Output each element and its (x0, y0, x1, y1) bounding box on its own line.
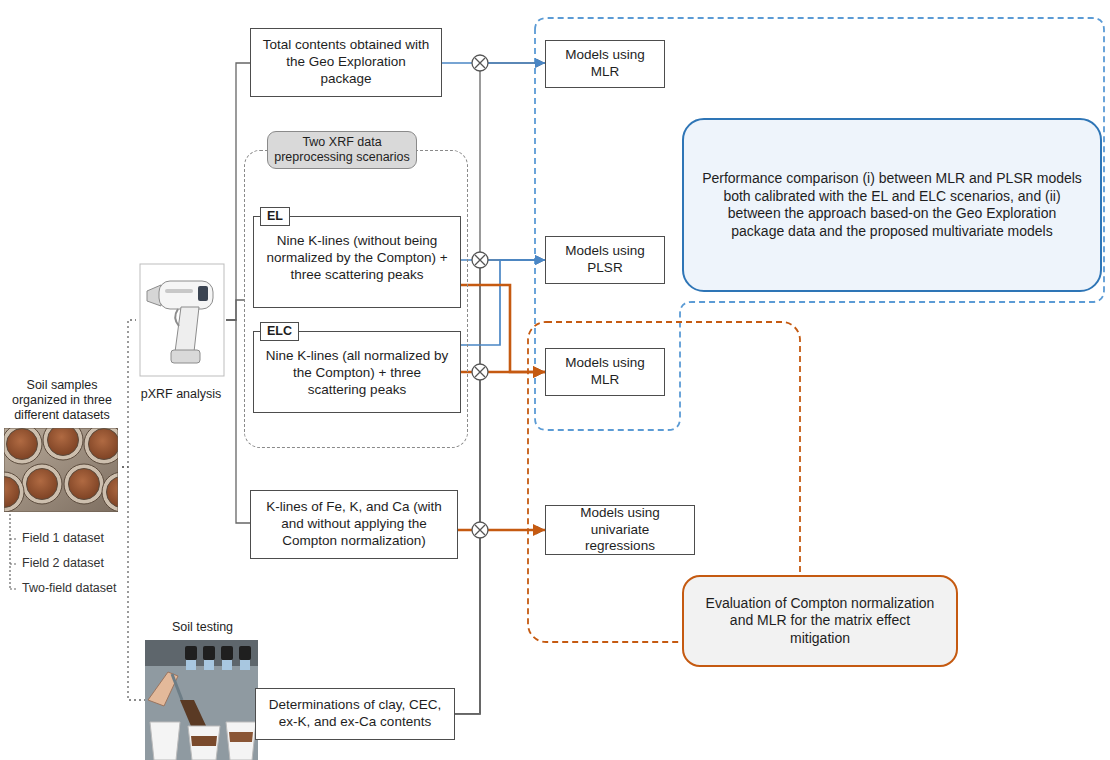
connector (226, 63, 250, 320)
connector (226, 320, 250, 523)
connector (122, 467, 145, 700)
connector (455, 372, 545, 714)
node-text: K-lines of Fe, K, and Ca (with and witho… (259, 499, 449, 550)
comparison-group-outline (535, 18, 1104, 430)
connector (455, 63, 545, 714)
pxrf-device (140, 264, 224, 376)
scenario-group: Two XRF data preprocessing scenariosELNi… (244, 150, 468, 448)
connector (461, 260, 545, 345)
photo-caption: pXRF analysis (141, 387, 222, 402)
node-text: Nine K-lines (without being normalized b… (262, 233, 452, 284)
connector (122, 320, 136, 467)
comparison-callout: Performance comparison (i) between MLR a… (682, 118, 1102, 292)
process-box: Determinations of clay, CEC, ex-K, and e… (255, 688, 455, 740)
model-box: Models using PLSR (545, 236, 665, 284)
connector (442, 62, 545, 64)
dataset-label: Two-field dataset (22, 581, 117, 596)
node-text: Models using MLR (554, 47, 656, 81)
combine-symbol (472, 252, 488, 268)
group-title: Two XRF data preprocessing scenarios (267, 131, 417, 169)
photo-caption: Soil testing (172, 620, 233, 635)
combine-symbol (472, 364, 488, 380)
node-text: Nine K-lines (all normalized by the Comp… (262, 348, 452, 399)
connector (458, 529, 545, 532)
dataset-label: Field 1 dataset (22, 531, 104, 546)
node-text: Total contents obtained with the Geo Exp… (259, 37, 433, 88)
node-text: Evaluation of Compton normalization and … (700, 595, 940, 648)
process-box: Total contents obtained with the Geo Exp… (250, 28, 442, 97)
model-box: Models using MLR (545, 40, 665, 88)
soil-testing-photo (145, 640, 258, 760)
node-text: Models using univariate regressions (554, 505, 686, 556)
node-text: Models using PLSR (554, 243, 656, 277)
process-box: K-lines of Fe, K, and Ca (with and witho… (250, 490, 458, 559)
connector (455, 530, 545, 714)
testing-photo-node: Soil testing (145, 620, 260, 760)
tab-label: ELC (260, 322, 299, 341)
node-text: Determinations of clay, CEC, ex-K, and e… (264, 697, 446, 731)
dataset-label: Field 2 dataset (22, 556, 104, 571)
soil-sample-photo (4, 428, 118, 512)
combine-symbol (472, 55, 488, 71)
node-text: Performance comparison (i) between MLR a… (700, 170, 1084, 240)
combine-symbol (472, 522, 488, 538)
sample-photo-node: Soil samples organized in three differen… (2, 378, 122, 512)
device-node: pXRF analysis (136, 262, 226, 402)
model-box: Models using univariate regressions (545, 505, 695, 555)
connector (455, 260, 545, 714)
connector (461, 285, 545, 372)
node-text: Models using MLR (554, 355, 656, 389)
dataset-bracket (10, 514, 18, 589)
model-box: Models using MLR (545, 348, 665, 396)
scenario-box: ELCNine K-lines (all normalized by the C… (253, 331, 461, 413)
scenario-box: ELNine K-lines (without being normalized… (253, 216, 461, 308)
connector (226, 300, 244, 320)
evaluation-callout: Evaluation of Compton normalization and … (682, 575, 958, 667)
photo-caption: Soil samples organized in three differen… (2, 378, 122, 423)
tab-label: EL (260, 207, 290, 226)
